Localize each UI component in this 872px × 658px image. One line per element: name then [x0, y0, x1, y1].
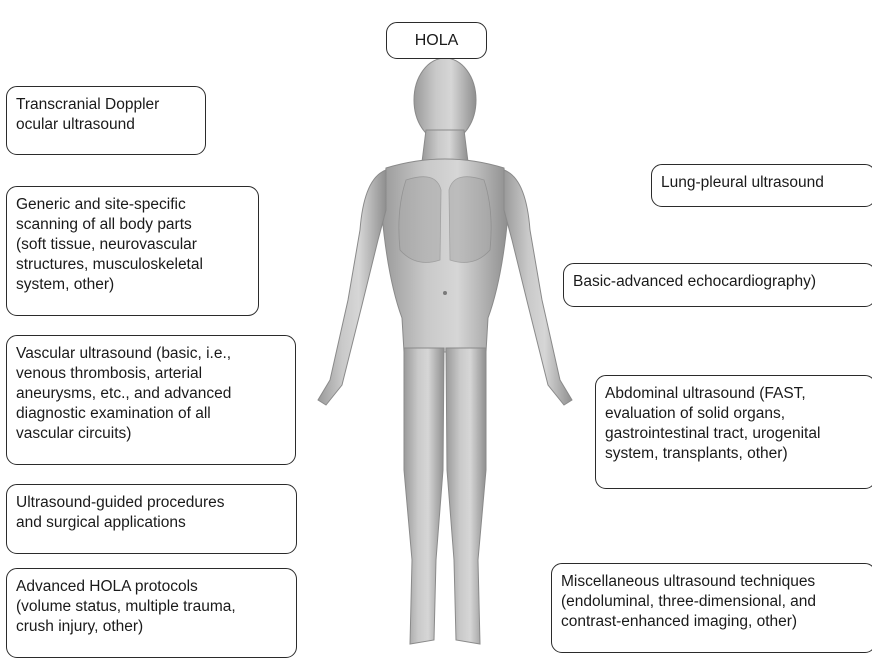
echocardiography-box: Basic-advanced echocardiography): [563, 263, 872, 307]
advanced-hola-protocols-box: Advanced HOLA protocols (volume status, …: [6, 568, 297, 658]
transcranial-doppler-box: Transcranial Doppler ocular ultrasound: [6, 86, 206, 155]
human-body-figure: [296, 0, 586, 658]
miscellaneous-techniques-box: Miscellaneous ultrasound techniques (end…: [551, 563, 872, 653]
lung-pleural-ultrasound-box: Lung-pleural ultrasound: [651, 164, 872, 207]
diagram-title: HOLA: [386, 22, 487, 59]
ultrasound-guided-procedures-box: Ultrasound-guided procedures and surgica…: [6, 484, 297, 554]
generic-scanning-box: Generic and site-specific scanning of al…: [6, 186, 259, 316]
vascular-ultrasound-box: Vascular ultrasound (basic, i.e., venous…: [6, 335, 296, 465]
abdominal-ultrasound-box: Abdominal ultrasound (FAST, evaluation o…: [595, 375, 872, 489]
